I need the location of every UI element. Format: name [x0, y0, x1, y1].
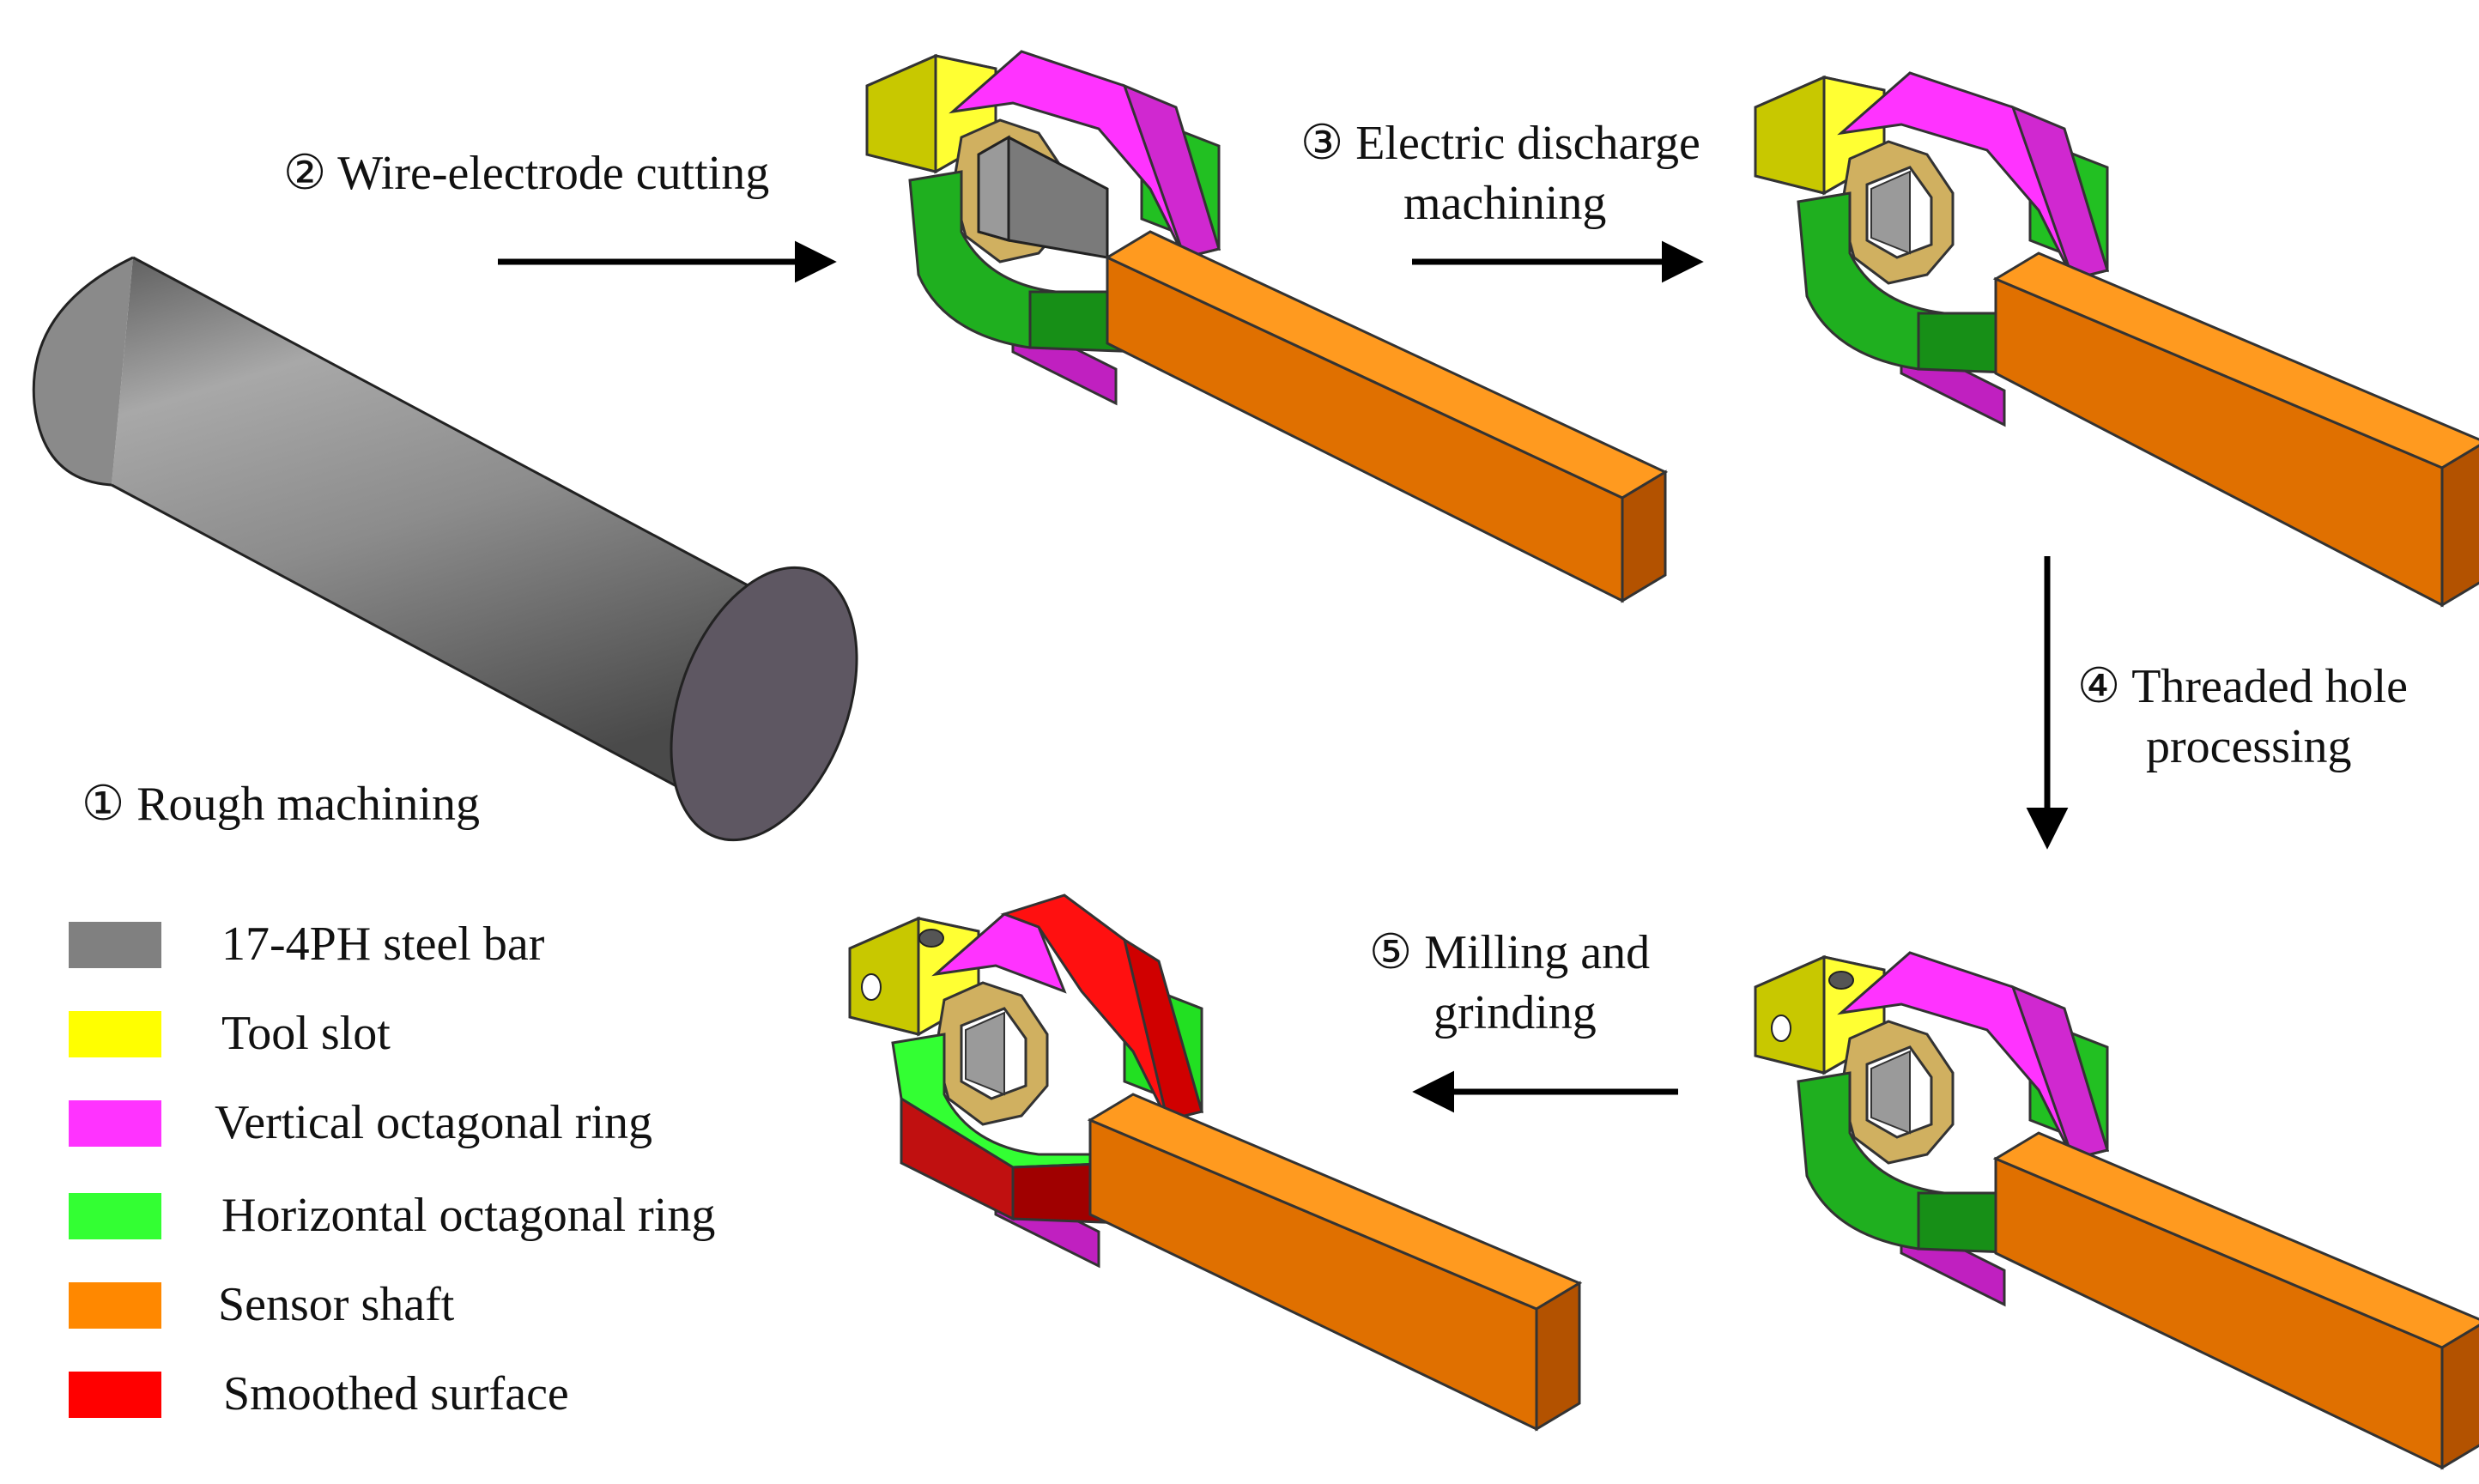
legend-swatch-vertical-ring [69, 1100, 161, 1147]
legend-swatch-tool-slot [69, 1011, 161, 1057]
step5-label-line1: ⑤ Milling and [1369, 926, 1650, 979]
legend-swatch-horizontal-ring [69, 1193, 161, 1239]
legend-swatch-sensor-shaft [69, 1282, 161, 1329]
legend-label-steel-bar: 17-4PH steel bar [221, 918, 545, 971]
assembly-step5 [848, 893, 1583, 1432]
step4-label-line2: processing [2146, 720, 2352, 773]
steel-bar-cylinder [32, 256, 858, 842]
assembly-step2 [865, 50, 1669, 603]
assembly-step4 [1754, 951, 2479, 1470]
legend-swatch-steel-bar [69, 922, 161, 968]
step5-label-line2: grinding [1433, 986, 1597, 1039]
assembly-step3 [1754, 71, 2479, 608]
legend-label-tool-slot: Tool slot [221, 1007, 391, 1060]
legend-label-sensor-shaft: Sensor shaft [218, 1278, 455, 1331]
step1-label: ① Rough machining [82, 778, 480, 831]
legend: 17-4PH steel bar Tool slot Vertical octa… [69, 918, 715, 1420]
step3-label-line1: ③ Electric discharge [1300, 117, 1700, 170]
legend-label-smoothed-surface: Smoothed surface [223, 1367, 569, 1420]
legend-label-horizontal-ring: Horizontal octagonal ring [221, 1189, 715, 1242]
step2-label: ② Wire-electrode cutting [283, 147, 769, 200]
legend-label-vertical-ring: Vertical octagonal ring [215, 1096, 652, 1149]
step4-label-line1: ④ Threaded hole [2077, 660, 2408, 713]
step3-label-line2: machining [1403, 177, 1606, 230]
legend-swatch-smoothed-surface [69, 1372, 161, 1418]
